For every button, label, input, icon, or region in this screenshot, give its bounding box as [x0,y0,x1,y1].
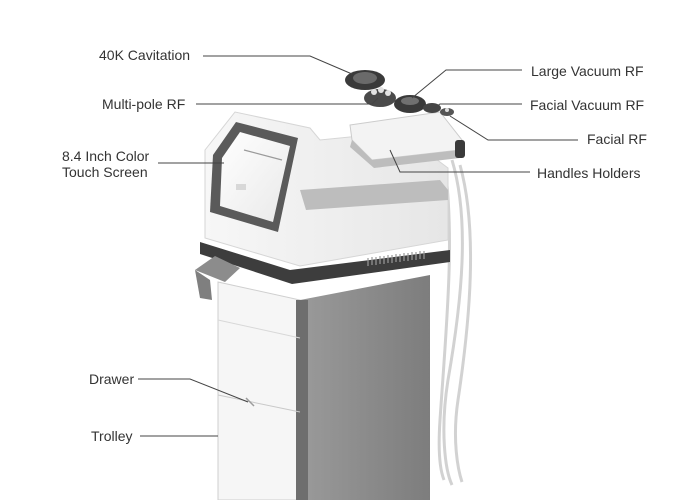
leader-handles-holders [389,149,530,173]
label-large-vacuum-rf: Large Vacuum RF [531,63,644,79]
label-facial-rf: Facial RF [587,131,647,147]
handles-holders [349,111,463,168]
leader-multipole-rf [196,97,379,105]
leader-facial-vacuum-rf [433,103,522,109]
touch-screen [210,122,298,232]
handle-cables [437,159,473,486]
leader-drawer [138,378,249,403]
trolley [217,275,430,500]
leader-facial-rf [449,115,578,141]
label-multi-pole-rf: Multi-pole RF [102,96,186,112]
label-touch-screen-line1: 8.4 Inch Color [62,148,150,164]
label-drawer: Drawer [89,371,135,387]
leader-cavitation [203,55,353,75]
handpieces [345,70,465,158]
label-touch-screen-line2: Touch Screen [62,164,148,180]
label-40k-cavitation: 40K Cavitation [99,47,191,63]
label-touch-screen: 8.4 Inch Color Touch Screen [62,148,149,180]
vent-slots [367,251,425,266]
top-deck [195,242,450,300]
label-trolley: Trolley [91,428,133,444]
leader-large-vacuum-rf [411,69,522,99]
label-handles-holders: Handles Holders [537,165,641,181]
leader-lines [138,55,578,437]
label-facial-vacuum-rf: Facial Vacuum RF [530,97,645,113]
